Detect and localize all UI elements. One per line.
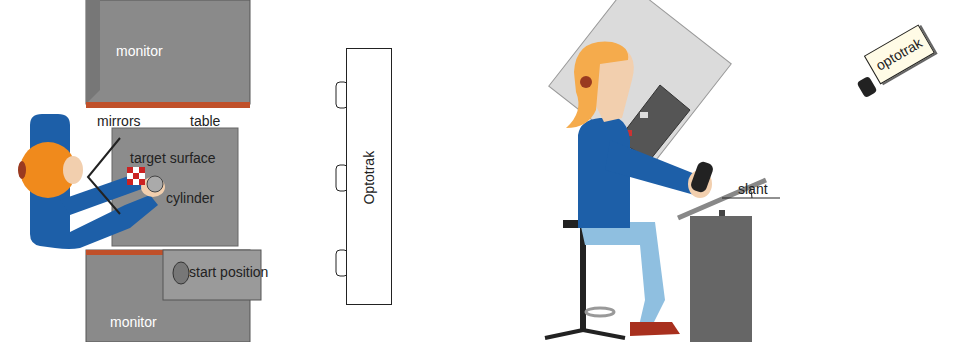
part-label: target surface	[130, 151, 216, 166]
angle-label: slant	[738, 182, 768, 197]
device-label: monitor	[110, 315, 157, 330]
part-label: cylinder	[166, 191, 214, 206]
optotrak-camera: Optotrak	[346, 48, 392, 305]
part-label: mirrors	[97, 114, 141, 129]
device-label: optotrak	[874, 35, 926, 74]
device-label: monitor	[116, 44, 163, 59]
optotrak-camera: optotrak	[864, 25, 935, 85]
part-label: table	[190, 114, 220, 129]
monitor-box: monitor	[86, 300, 166, 342]
monitor-box: monitor	[86, 0, 250, 104]
device-label: Optotrak	[362, 151, 377, 205]
part-label: start position	[189, 265, 268, 280]
